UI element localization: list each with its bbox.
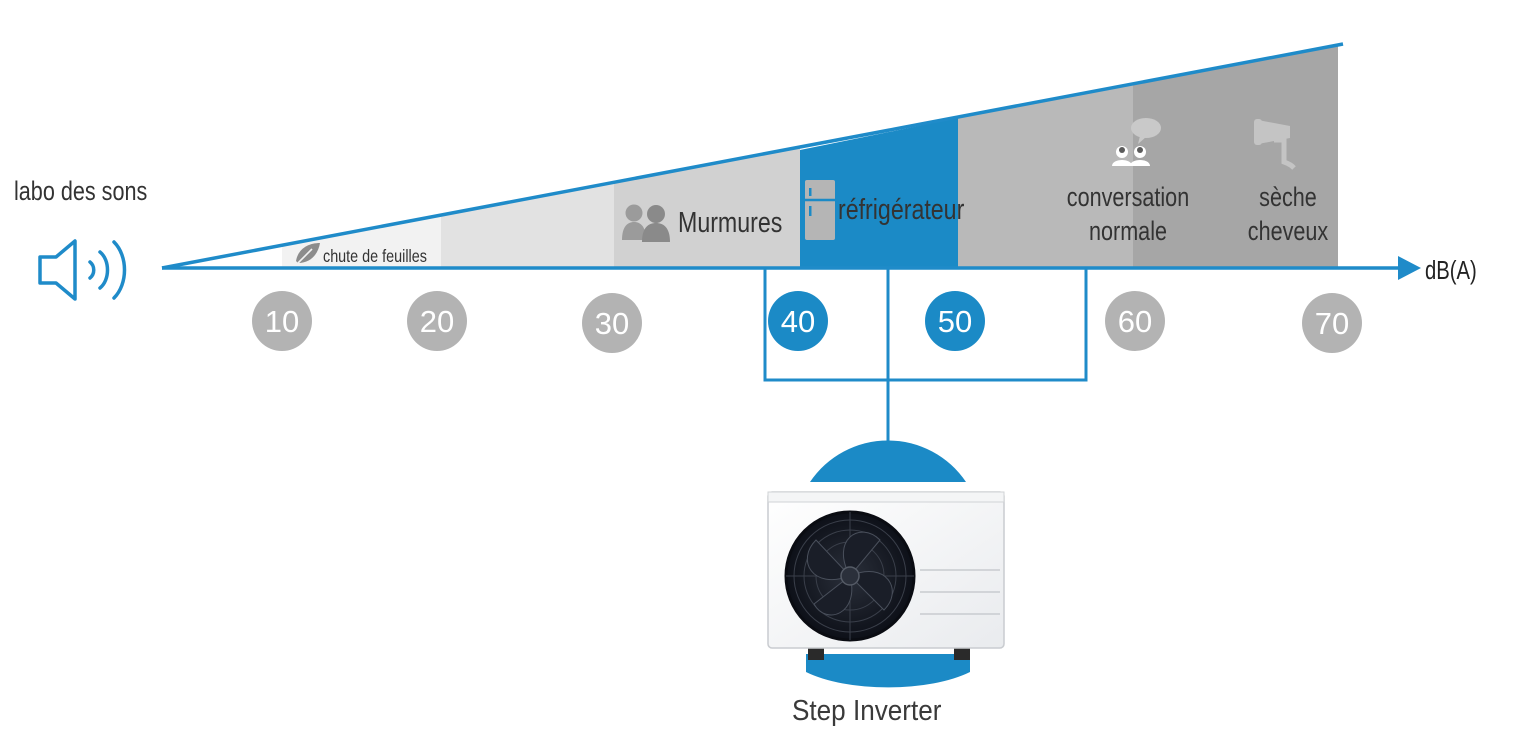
leaf-icon: [296, 243, 320, 264]
db-marker-30: 30: [582, 293, 642, 353]
db-marker-label: 40: [781, 304, 815, 339]
db-marker-circle: [1302, 293, 1362, 353]
db-marker-circle: [252, 291, 312, 351]
people-icon: [622, 204, 670, 242]
db-marker-label: 70: [1315, 306, 1349, 341]
speaker-icon: [38, 239, 127, 301]
band-label-talk: normale: [1089, 217, 1167, 247]
band-labels: chute de feuilles Murmures réfrigérateur co…: [323, 183, 1328, 267]
db-marker-60: 60: [1105, 291, 1165, 351]
db-marker-circle: [407, 291, 467, 351]
conversation-icon: [1112, 118, 1161, 166]
page-title: labo des sons: [14, 176, 148, 206]
db-marker-label: 10: [265, 304, 299, 339]
db-marker-50: 50: [925, 291, 985, 351]
db-marker-label: 30: [595, 306, 629, 341]
db-marker-circle: [1105, 291, 1165, 351]
product-range-bracket: [763, 268, 1088, 460]
band-talk: [1133, 44, 1338, 268]
band-label-talk: conversation: [1067, 183, 1189, 213]
db-marker-40: 40: [768, 291, 828, 351]
db-marker-70: 70: [1302, 293, 1362, 353]
db-marker-circle: [925, 291, 985, 351]
db-marker-label: 60: [1118, 304, 1152, 339]
hair-dryer-icon: [1254, 119, 1296, 170]
db-marker-label: 20: [420, 304, 454, 339]
db-marker-20: 20: [407, 291, 467, 351]
db-marker-circle: [582, 293, 642, 353]
db-marker-label: 50: [938, 304, 972, 339]
band-leaves: [282, 215, 441, 268]
band-mid: [958, 83, 1133, 268]
heat-pump-icon: [767, 440, 1005, 688]
wedge-top-edge: [161, 42, 1344, 270]
band-quiet: [441, 182, 614, 268]
band-label-dryer: cheveux: [1248, 217, 1328, 247]
db-axis-arrow-icon: [1398, 256, 1421, 280]
band-label-fridge: réfrigérateur: [838, 192, 965, 225]
db-marker-10: 10: [252, 291, 312, 351]
product-name: Step Inverter: [792, 695, 942, 727]
band-label-dryer: sèche: [1259, 183, 1317, 213]
sound-level-bands: [282, 44, 1338, 268]
band-label-murmur: Murmures: [678, 205, 782, 238]
band-label-leaves: chute de feuilles: [323, 247, 427, 267]
db-markers: 10 20 30 40 50 60 70: [252, 291, 1362, 353]
band-fridge: [800, 118, 958, 268]
db-axis-unit: dB(A): [1425, 256, 1477, 285]
fridge-icon: [805, 180, 835, 240]
db-marker-circle: [768, 291, 828, 351]
